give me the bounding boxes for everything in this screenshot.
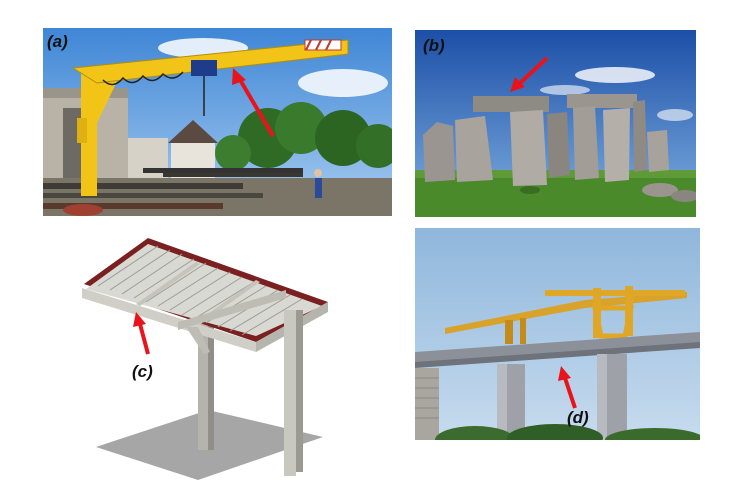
panel-c-arrow-icon — [133, 312, 150, 355]
panel-d-bridge-gantry-photo: (d) — [415, 228, 700, 440]
panel-c-label: (c) — [132, 362, 153, 381]
panel-c-carport-model: (c) — [78, 232, 340, 480]
panel-b-stonehenge-photo: (b) — [415, 30, 696, 217]
panel-d-label: (d) — [567, 408, 589, 427]
panel-a-label: (a) — [47, 32, 68, 51]
panel-b-label: (b) — [423, 36, 445, 55]
panel-d-arrow-icon — [558, 366, 577, 409]
panel-a-jib-crane-photo: (a) — [43, 28, 392, 216]
panel-a-arrow-icon — [232, 68, 275, 138]
panel-b-arrow-icon — [510, 56, 549, 92]
